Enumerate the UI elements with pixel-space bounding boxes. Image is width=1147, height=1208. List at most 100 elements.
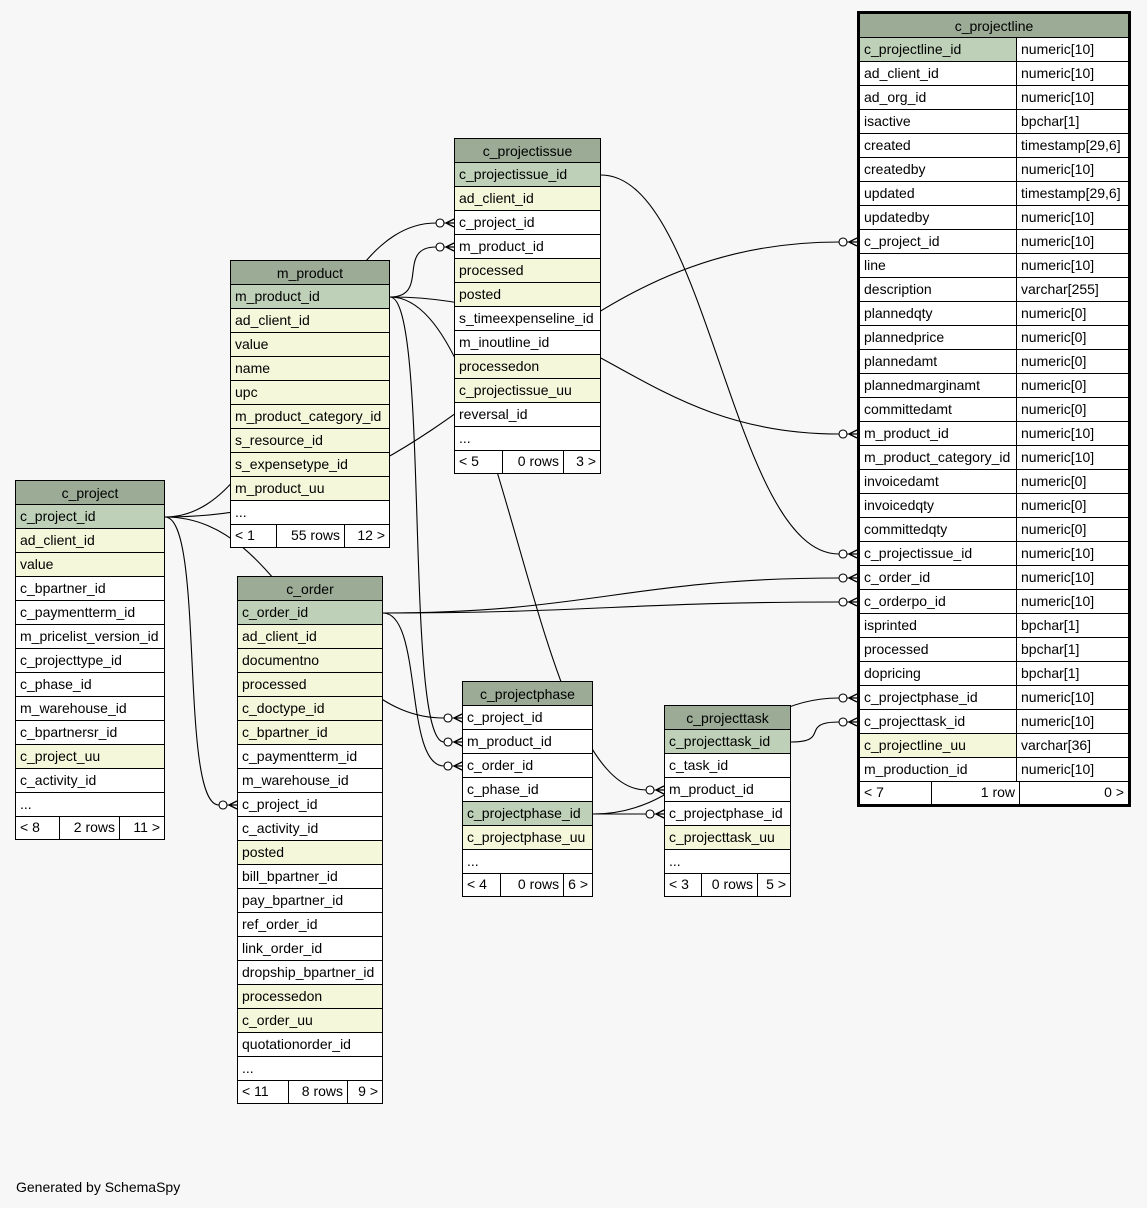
column-row[interactable]: c_task_id — [665, 754, 790, 778]
column-row[interactable]: upc — [231, 381, 389, 405]
column-row[interactable]: c_phase_id — [463, 778, 592, 802]
table-header[interactable]: c_project — [16, 481, 164, 505]
column-row[interactable]: m_product_uu — [231, 477, 389, 501]
column-row[interactable]: c_paymentterm_id — [16, 601, 164, 625]
column-row[interactable]: c_projecttype_id — [16, 649, 164, 673]
column-row[interactable]: s_expensetype_id — [231, 453, 389, 477]
footer-child-count[interactable]: 5 > — [766, 876, 786, 892]
footer-parent-count[interactable]: < 7 — [860, 782, 932, 804]
footer-parent-count[interactable]: < 4 — [463, 874, 502, 896]
column-row[interactable]: reversal_id — [455, 403, 600, 427]
footer-parent-count[interactable]: < 5 — [455, 451, 503, 473]
column-row[interactable]: posted — [455, 283, 600, 307]
column-row[interactable]: link_order_id — [238, 937, 382, 961]
column-row[interactable]: s_resource_id — [231, 429, 389, 453]
column-row[interactable]: ... — [238, 1057, 382, 1081]
column-row[interactable]: c_project_id — [455, 211, 600, 235]
column-row[interactable]: c_projectissue_id — [455, 163, 600, 187]
column-row[interactable]: pay_bpartner_id — [238, 889, 382, 913]
column-row[interactable]: ... — [455, 427, 600, 451]
column-row[interactable]: ad_client_id — [231, 309, 389, 333]
footer-child-count[interactable]: 6 > — [568, 876, 588, 892]
footer-child-count[interactable]: 12 > — [357, 527, 385, 543]
column-row[interactable]: ... — [231, 501, 389, 525]
column-row[interactable]: c_projectphase_id — [463, 802, 592, 826]
column-row[interactable]: c_project_uu — [16, 745, 164, 769]
column-row[interactable]: processedon — [238, 985, 382, 1009]
column-row[interactable]: m_product_id — [455, 235, 600, 259]
footer-parent-count[interactable]: < 11 — [238, 1081, 289, 1103]
column-row[interactable]: c_projectphase_uu — [463, 826, 592, 850]
column-row[interactable]: processed — [238, 673, 382, 697]
column-row[interactable]: m_product_id — [665, 778, 790, 802]
column-row[interactable]: c_projectphase_id — [665, 802, 790, 826]
column-row[interactable]: posted — [238, 841, 382, 865]
column-row[interactable]: processedon — [455, 355, 600, 379]
column-row[interactable]: ... — [463, 850, 592, 874]
column-row[interactable]: c_order_id — [238, 601, 382, 625]
column-row[interactable]: c_doctype_id — [238, 697, 382, 721]
footer-child-count[interactable]: 0 > — [1104, 784, 1124, 800]
column-row[interactable]: c_bpartnersr_id — [16, 721, 164, 745]
column-row[interactable]: ref_order_id — [238, 913, 382, 937]
column-row[interactable]: bill_bpartner_id — [238, 865, 382, 889]
column-row[interactable]: ... — [665, 850, 790, 874]
column-row[interactable]: c_bpartner_id — [238, 721, 382, 745]
column-row[interactable]: c_phase_id — [16, 673, 164, 697]
column-row[interactable]: c_projecttask_uu — [665, 826, 790, 850]
column-row[interactable]: c_paymentterm_id — [238, 745, 382, 769]
column-row[interactable]: c_project_id — [16, 505, 164, 529]
column-row[interactable]: m_warehouse_id — [238, 769, 382, 793]
column-row[interactable]: ad_client_id — [16, 529, 164, 553]
column-row[interactable]: dropship_bpartner_id — [238, 961, 382, 985]
footer-parent-count[interactable]: < 1 — [231, 525, 277, 547]
column-row[interactable]: m_inoutline_id — [455, 331, 600, 355]
column-row[interactable]: processed — [455, 259, 600, 283]
column-row[interactable]: c_projectissue_uu — [455, 379, 600, 403]
column-row[interactable]: s_timeexpenseline_id — [455, 307, 600, 331]
table-header[interactable]: c_projectline — [860, 14, 1128, 38]
table-header[interactable]: c_order — [238, 577, 382, 601]
column-row[interactable]: m_product_id — [231, 285, 389, 309]
column-row[interactable]: c_activity_id — [16, 769, 164, 793]
column-row[interactable]: m_warehouse_id — [16, 697, 164, 721]
footer-child-count[interactable]: 3 > — [576, 453, 596, 469]
footer-child-count[interactable]: 9 > — [358, 1083, 378, 1099]
column-row[interactable]: c_order_uu — [238, 1009, 382, 1033]
footer-parent-count[interactable]: < 3 — [665, 874, 702, 896]
footer-child-count[interactable]: 11 > — [133, 819, 160, 835]
column-row[interactable]: m_product_id — [463, 730, 592, 754]
column-row[interactable]: documentno — [238, 649, 382, 673]
column-row[interactable]: quotationorder_id — [238, 1033, 382, 1057]
column-row[interactable]: ad_client_id — [238, 625, 382, 649]
column-row[interactable]: value — [16, 553, 164, 577]
